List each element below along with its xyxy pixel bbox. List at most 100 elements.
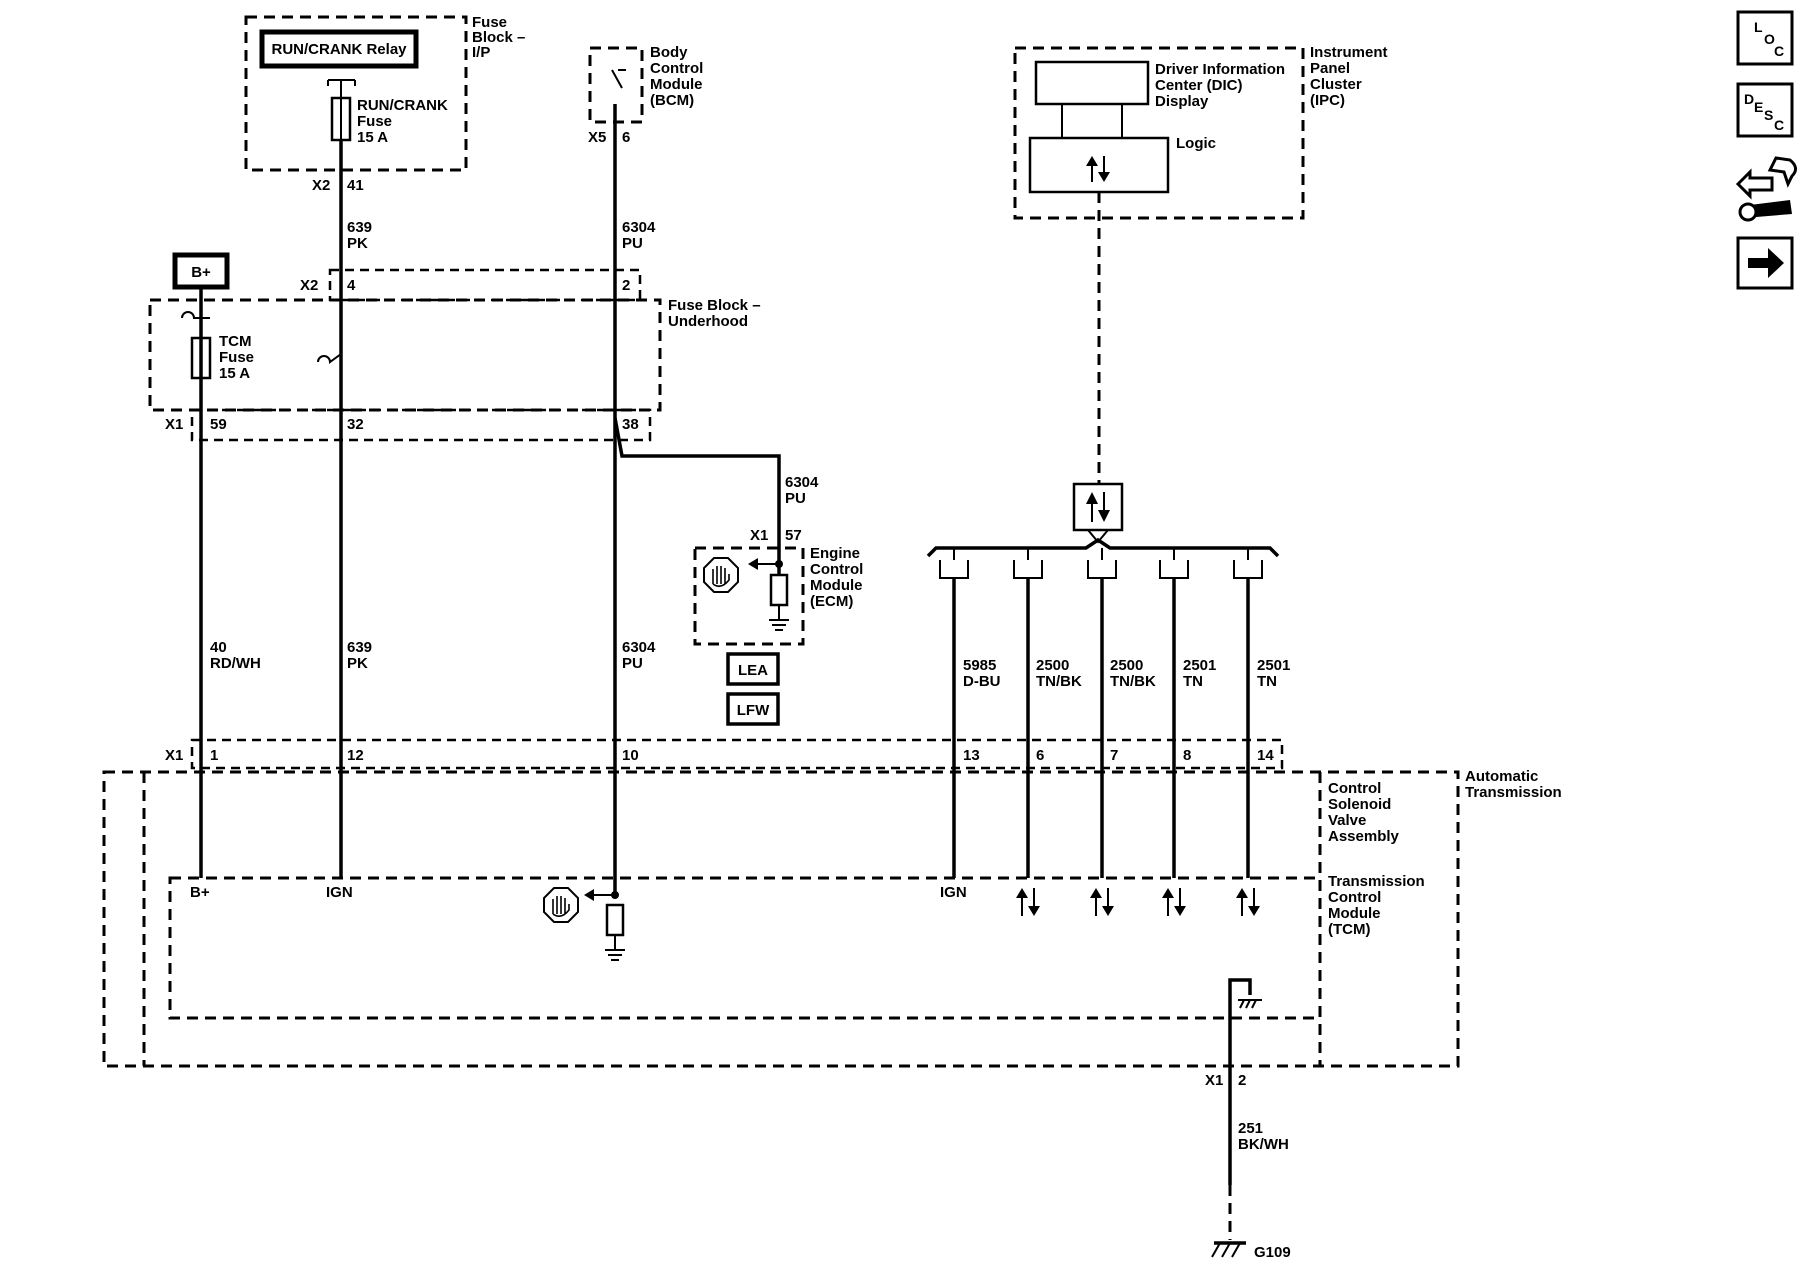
w6304-ecm-circuit: 6304 xyxy=(785,474,819,491)
connector-x2-b: X2 xyxy=(300,277,318,294)
pin-6: 6 xyxy=(1036,747,1044,764)
transmission-control-module: Transmission Control Module (TCM) B+ IGN… xyxy=(168,873,1425,1066)
esd-hand-icon xyxy=(703,557,739,593)
csva-label-2: Solenoid xyxy=(1328,796,1391,813)
lea-label: LEA xyxy=(738,662,768,679)
tcm-ign-terminal-2: IGN xyxy=(940,884,967,901)
w251-color: BK/WH xyxy=(1238,1136,1289,1153)
dic-label-3: Display xyxy=(1155,93,1209,110)
loc-icon-o: O xyxy=(1764,31,1775,47)
w5985-color: D-BU xyxy=(963,673,1001,690)
run-crank-relay: RUN/CRANK Relay xyxy=(259,29,419,69)
bcm-label-1: Body xyxy=(650,44,688,61)
pin-13: 13 xyxy=(963,747,980,764)
w639-color: PK xyxy=(347,655,368,672)
automatic-transmission-label-2: Transmission xyxy=(1465,784,1562,801)
pin-10: 10 xyxy=(622,747,639,764)
body-control-module: Body Control Module (BCM) xyxy=(588,44,703,124)
fuse-block-ip-label-1: Fuse xyxy=(472,14,507,31)
w639-top-color: PK xyxy=(347,235,368,252)
schematic-tools-icon[interactable] xyxy=(1735,156,1797,222)
instrument-panel-cluster: Instrument Panel Cluster (IPC) Driver In… xyxy=(1013,44,1388,220)
desc-icon-s: S xyxy=(1764,107,1773,123)
csva-label-1: Control xyxy=(1328,780,1381,797)
w6304-top-color: PU xyxy=(622,235,643,252)
connector-x1-b: X1 xyxy=(165,747,183,764)
pin-4: 4 xyxy=(347,277,356,294)
dic-label-1: Driver Information xyxy=(1155,61,1285,78)
lea-badge: LEA xyxy=(726,652,780,686)
tcm-label-3: Module xyxy=(1328,905,1381,922)
run-crank-fuse-label-1: RUN/CRANK xyxy=(357,97,448,114)
fuse-block-ip-label-3: I/P xyxy=(472,44,490,61)
bcm-label-4: (BCM) xyxy=(650,92,694,109)
tcm-esd xyxy=(543,887,625,961)
ipc-label-2: Panel xyxy=(1310,60,1350,77)
desc-icon-d: D xyxy=(1744,91,1754,107)
w639-top-circuit: 639 xyxy=(347,219,372,236)
automatic-transmission-label-1: Automatic xyxy=(1465,768,1538,785)
pin-41: 41 xyxy=(347,177,364,194)
loc-icon[interactable]: L O C xyxy=(1736,10,1794,66)
w251-circuit: 251 xyxy=(1238,1120,1263,1137)
esd-hand-icon-tcm xyxy=(543,887,579,923)
csva-label-3: Valve xyxy=(1328,812,1366,829)
lfw-label: LFW xyxy=(737,702,770,719)
ecm-label-4: (ECM) xyxy=(810,593,853,610)
w6304-color: PU xyxy=(622,655,643,672)
tcm-label-1: Transmission xyxy=(1328,873,1425,890)
run-crank-fuse-label-3: 15 A xyxy=(357,129,388,146)
engine-control-module: Engine Control Module (ECM) xyxy=(693,545,863,646)
w6304-ecm-color: PU xyxy=(785,490,806,507)
connector-x1-ecm: X1 xyxy=(750,527,768,544)
w2501b-circuit: 2501 xyxy=(1257,657,1290,674)
loc-icon-l: L xyxy=(1754,19,1763,35)
wire-6304-ecm xyxy=(613,417,781,552)
fuse-block-ip: Fuse Block – I/P RUN/CRANK Relay RUN/CRA… xyxy=(244,14,525,172)
w40-color: RD/WH xyxy=(210,655,261,672)
pin-32: 32 xyxy=(347,416,364,433)
pin-38: 38 xyxy=(622,416,639,433)
ipc-logic xyxy=(1028,136,1170,194)
next-arrow-icon[interactable] xyxy=(1736,236,1794,290)
ecm-label-3: Module xyxy=(810,577,863,594)
logic-label: Logic xyxy=(1176,135,1216,152)
pin-2-gnd: 2 xyxy=(1238,1072,1246,1089)
run-crank-fuse: RUN/CRANK Fuse 15 A xyxy=(330,96,448,146)
branch-brackets xyxy=(939,548,1263,579)
w2500b-circuit: 2500 xyxy=(1110,657,1143,674)
pin-12: 12 xyxy=(347,747,364,764)
tcm-fuse-label-2: Fuse xyxy=(219,349,254,366)
bcm-label-3: Module xyxy=(650,76,703,93)
ipc-serial-data-icon xyxy=(1086,156,1110,182)
w2501a-circuit: 2501 xyxy=(1183,657,1216,674)
tcm-b-plus-terminal: B+ xyxy=(190,884,210,901)
run-crank-fuse-label-2: Fuse xyxy=(357,113,392,130)
ipc-label-3: Cluster xyxy=(1310,76,1362,93)
ipc-label-1: Instrument xyxy=(1310,44,1388,61)
desc-icon[interactable]: D E S C xyxy=(1736,82,1794,138)
pin-8: 8 xyxy=(1183,747,1191,764)
connector-x1-gnd: X1 xyxy=(1205,1072,1223,1089)
ecm-label-2: Control xyxy=(810,561,863,578)
connector-x2-a: X2 xyxy=(312,177,330,194)
automatic-transmission: Automatic Transmission Control Solenoid … xyxy=(102,768,1562,1068)
csva-label-4: Assembly xyxy=(1328,828,1400,845)
pin-2: 2 xyxy=(622,277,630,294)
b-plus-label: B+ xyxy=(191,264,211,281)
w2500b-color: TN/BK xyxy=(1110,673,1156,690)
pin-7: 7 xyxy=(1110,747,1118,764)
tcm-label-2: Control xyxy=(1328,889,1381,906)
ground-g109-icon xyxy=(1211,1241,1246,1258)
w2500a-color: TN/BK xyxy=(1036,673,1082,690)
ground-g109-label: G109 xyxy=(1254,1244,1291,1261)
desc-icon-c: C xyxy=(1774,117,1784,133)
fuse-block-underhood-label-1: Fuse Block – xyxy=(668,297,761,314)
fuse-block-underhood-label-2: Underhood xyxy=(668,313,748,330)
ipc-label-4: (IPC) xyxy=(1310,92,1345,109)
lfw-badge: LFW xyxy=(726,692,780,726)
pin-14: 14 xyxy=(1257,747,1274,764)
battery-positive: B+ xyxy=(172,252,230,290)
fuse-block-ip-label-2: Block – xyxy=(472,29,525,46)
w6304-circuit: 6304 xyxy=(622,639,656,656)
